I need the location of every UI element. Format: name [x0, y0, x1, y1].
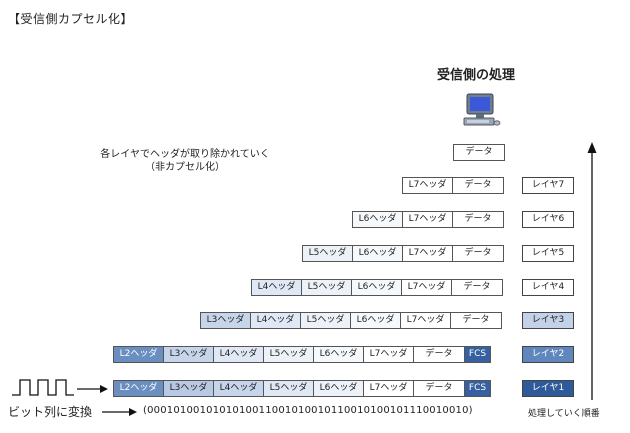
cell-l5-header: L5ヘッダ — [263, 380, 314, 397]
cell-l5-header: L5ヘッダ — [300, 312, 351, 329]
cell-l4-header: L4ヘッダ — [213, 346, 264, 363]
cell-l6-header: L6ヘッダ — [313, 380, 364, 397]
cell-l6-header: L6ヘッダ — [352, 245, 403, 262]
packet-row-layer7: L7ヘッダ データ — [402, 177, 504, 194]
note-line-2: （非カプセル化） — [145, 162, 225, 173]
cell-data: データ — [451, 279, 503, 296]
bitstream-text: (000101001010101001100101001011001010010… — [143, 405, 473, 416]
cell-l7-header: L7ヘッダ — [402, 211, 453, 228]
cell-data: データ — [452, 177, 504, 194]
layer-7-label: レイヤ7 — [522, 177, 574, 194]
cell-l4-header: L4ヘッダ — [213, 380, 264, 397]
cell-l3-header: L3ヘッダ — [163, 380, 214, 397]
upward-arrow-icon — [587, 142, 597, 400]
cell-l6-header: L6ヘッダ — [350, 312, 401, 329]
cell-l2-header: L2ヘッダ — [113, 380, 164, 397]
cell-data: データ — [413, 380, 465, 397]
cell-data: データ — [452, 211, 504, 228]
right-arrow-icon — [102, 408, 137, 416]
cell-fcs: FCS — [464, 380, 491, 397]
cell-l7-header: L7ヘッダ — [363, 380, 414, 397]
receiver-process-title: 受信側の処理 — [437, 68, 516, 83]
cell-l3-header: L3ヘッダ — [163, 346, 214, 363]
cell-data: データ — [413, 346, 465, 363]
cell-l7-header: L7ヘッダ — [363, 346, 414, 363]
cell-l6-header: L6ヘッダ — [313, 346, 364, 363]
cell-l4-header: L4ヘッダ — [250, 312, 301, 329]
cell-fcs: FCS — [464, 346, 491, 363]
packet-row-data: データ — [453, 144, 505, 161]
layer-5-label: レイヤ5 — [522, 245, 574, 262]
packet-row-layer2: L2ヘッダ L3ヘッダ L4ヘッダ L5ヘッダ L6ヘッダ L7ヘッダ データ … — [113, 346, 491, 363]
cell-l6-header: L6ヘッダ — [351, 279, 402, 296]
pulse-signal-icon — [12, 379, 108, 396]
computer-icon — [463, 93, 501, 126]
cell-data: データ — [452, 245, 504, 262]
cell-l2-header: L2ヘッダ — [113, 346, 164, 363]
cell-l4-header: L4ヘッダ — [251, 279, 302, 296]
bit-conversion-label: ビット列に変換 — [8, 405, 93, 419]
packet-row-layer4: L4ヘッダ L5ヘッダ L6ヘッダ L7ヘッダ データ — [251, 279, 503, 296]
layer-6-label: レイヤ6 — [522, 211, 574, 228]
note-line-1: 各レイヤでヘッダが取り除かれていく — [100, 149, 270, 160]
processing-order-label: 処理していく順番 — [528, 409, 600, 419]
cell-l7-header: L7ヘッダ — [402, 177, 453, 194]
packet-row-layer1: L2ヘッダ L3ヘッダ L4ヘッダ L5ヘッダ L6ヘッダ L7ヘッダ データ … — [113, 380, 491, 397]
packet-row-layer6: L6ヘッダ L7ヘッダ データ — [352, 211, 504, 228]
layer-1-label: レイヤ1 — [522, 380, 574, 397]
decapsulation-note: 各レイヤでヘッダが取り除かれていく （非カプセル化） — [80, 148, 290, 174]
cell-l5-header: L5ヘッダ — [302, 245, 353, 262]
layer-3-label: レイヤ3 — [522, 312, 574, 329]
page-title: 【受信側カプセル化】 — [8, 12, 134, 26]
packet-row-layer5: L5ヘッダ L6ヘッダ L7ヘッダ データ — [302, 245, 504, 262]
cell-data: データ — [450, 312, 502, 329]
cell-l5-header: L5ヘッダ — [301, 279, 352, 296]
layer-2-label: レイヤ2 — [522, 346, 574, 363]
cell-l7-header: L7ヘッダ — [401, 279, 452, 296]
cell-l7-header: L7ヘッダ — [402, 245, 453, 262]
packet-row-layer3: L3ヘッダ L4ヘッダ L5ヘッダ L6ヘッダ L7ヘッダ データ — [200, 312, 502, 329]
cell-l5-header: L5ヘッダ — [263, 346, 314, 363]
layer-4-label: レイヤ4 — [522, 279, 574, 296]
cell-l6-header: L6ヘッダ — [352, 211, 403, 228]
cell-l3-header: L3ヘッダ — [200, 312, 251, 329]
cell-data: データ — [453, 144, 505, 161]
cell-l7-header: L7ヘッダ — [400, 312, 451, 329]
